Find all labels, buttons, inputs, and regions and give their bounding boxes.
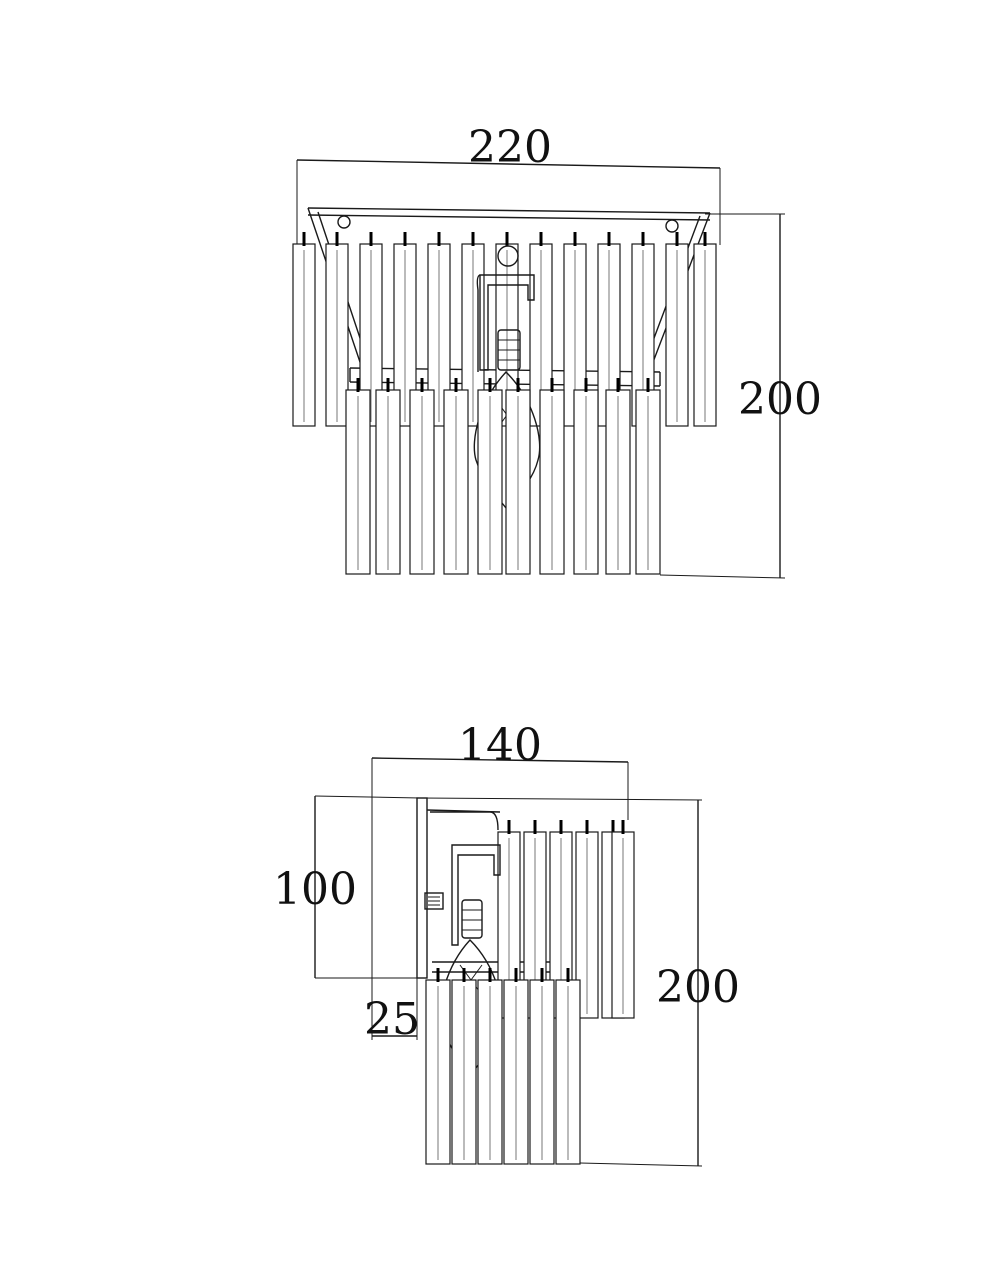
side-depth-label: 25: [364, 994, 420, 1045]
bracket-ring-icon: [497, 245, 519, 267]
front-width-dimension: 220: [296, 122, 721, 245]
front-view: 220 200: [292, 122, 822, 579]
front-back-crystal-rods: [292, 232, 717, 427]
front-height-label: 200: [738, 374, 822, 425]
side-height-dimension: 200: [419, 797, 740, 1167]
side-depth-dimension: 25: [364, 978, 420, 1045]
wall-plate: [416, 797, 428, 979]
mount-hole-icon: [337, 215, 351, 229]
front-height-dimension: 200: [659, 213, 822, 579]
side-width-label: 140: [458, 720, 542, 771]
front-front-crystal-rods: [345, 378, 661, 575]
junction-box-icon: [424, 892, 444, 910]
side-mount-height-dimension: 100: [273, 795, 421, 979]
front-width-label: 220: [468, 122, 552, 173]
side-mount-height-label: 100: [273, 864, 357, 915]
side-view: 140 100 200 25: [273, 720, 740, 1167]
side-front-crystal-rods: [425, 968, 581, 1165]
side-width-dimension: 140: [371, 720, 629, 1040]
mount-hole-icon: [665, 219, 679, 233]
side-height-label: 200: [656, 962, 740, 1013]
